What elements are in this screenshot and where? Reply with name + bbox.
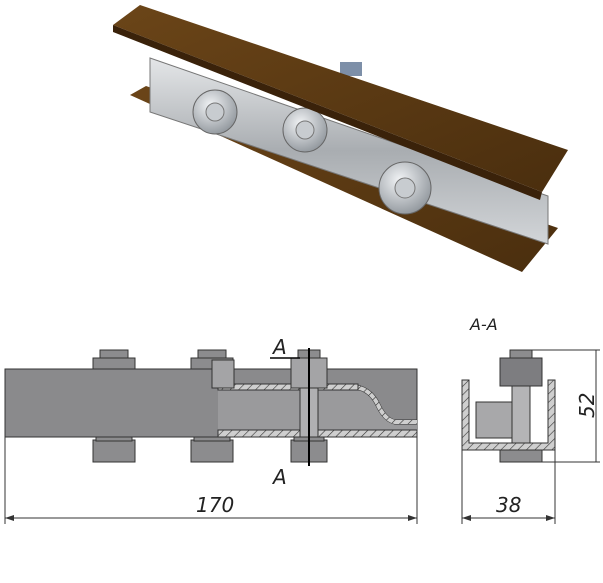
section-title: A-A <box>469 315 498 334</box>
dimension-height: 52 <box>575 393 599 418</box>
channel-top-flange <box>113 5 568 192</box>
bolt-nut-icon <box>282 107 328 153</box>
section-marker-top: A <box>271 335 287 359</box>
side-view-drawing: A A 170 <box>4 335 418 524</box>
bolt-nut-icon <box>192 89 238 135</box>
section-view-drawing: A-A 52 38 <box>461 315 600 524</box>
bolt-top-icon <box>340 62 362 76</box>
dimension-width: 38 <box>496 493 521 517</box>
bolt-nut-icon <box>378 161 432 215</box>
section-marker-bottom: A <box>271 465 287 489</box>
dimension-length: 170 <box>196 493 234 517</box>
product-photo <box>113 5 568 272</box>
